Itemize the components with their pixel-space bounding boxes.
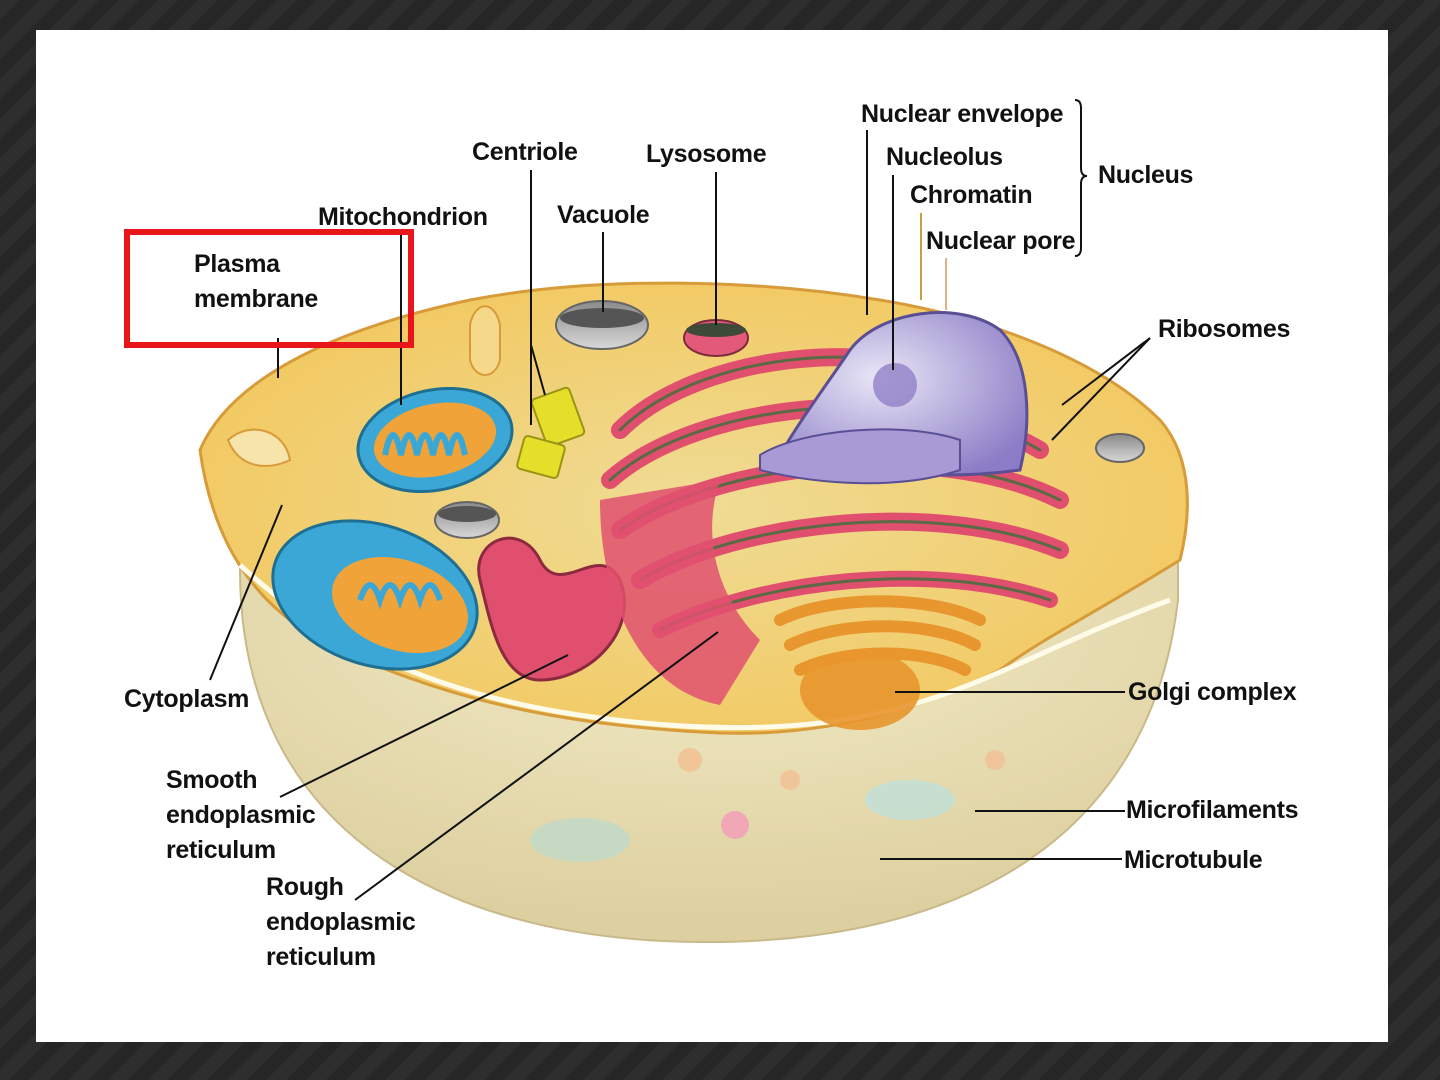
rough-er-body (600, 480, 760, 705)
label-smooth-reticulum: reticulum (166, 836, 276, 864)
leader-lines (209, 99, 1151, 901)
label-ribosomes: Ribosomes (1158, 315, 1291, 343)
label-chromatin: Chromatin (910, 181, 1033, 209)
plasma-membrane-highlight-box (124, 229, 414, 348)
label-centriole: Centriole (472, 138, 578, 166)
label-plasma: Plasma (194, 250, 280, 278)
label-nucleolus: Nucleolus (886, 143, 1003, 171)
label-vacuole: Vacuole (557, 201, 650, 229)
nucleus-cut (759, 428, 961, 485)
label-membrane: membrane (194, 285, 319, 313)
label-nuclear-pore: Nuclear pore (926, 227, 1076, 255)
label-rough: Rough (266, 873, 344, 901)
label-rough-reticulum: reticulum (266, 943, 376, 971)
label-microtubule: Microtubule (1124, 846, 1263, 874)
vacuole-right (1095, 433, 1145, 463)
label-rough-endoplasmic: endoplasmic (266, 908, 416, 936)
membrane-fold-left (226, 428, 292, 467)
label-lysosome: Lysosome (646, 140, 767, 168)
label-smooth-endoplasmic: endoplasmic (166, 801, 316, 829)
centriole (516, 386, 586, 479)
label-nuclear-envelope: Nuclear envelope (861, 100, 1064, 128)
label-cytoplasm: Cytoplasm (124, 685, 250, 713)
label-mitochondrion: Mitochondrion (318, 203, 488, 231)
label-microfilaments: Microfilaments (1126, 796, 1299, 824)
label-smooth: Smooth (166, 766, 258, 794)
label-golgi-complex: Golgi complex (1128, 678, 1297, 706)
nucleolus (873, 363, 917, 407)
label-nucleus: Nucleus (1098, 161, 1194, 189)
membrane-fold (469, 305, 501, 376)
